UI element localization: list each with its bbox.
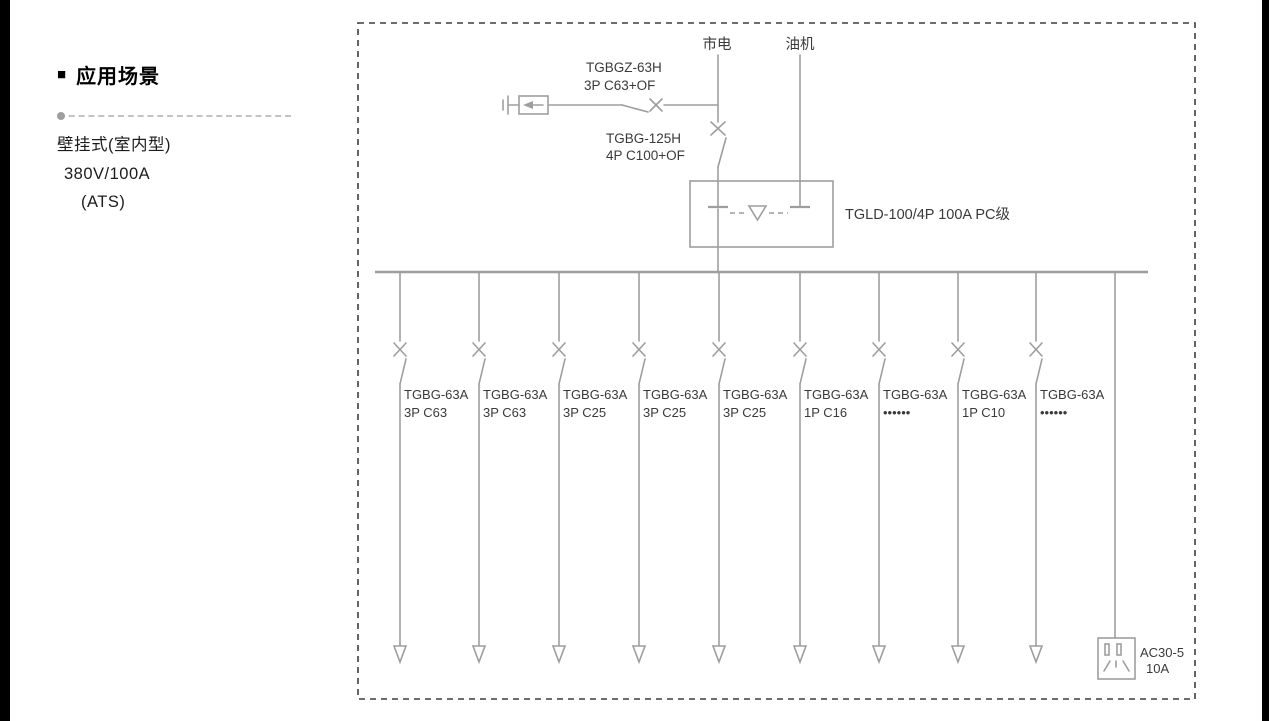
feeder-model-label: TGBG-63A xyxy=(962,387,1027,402)
ats-box xyxy=(689,180,834,248)
ats-model-label: TGLD-100/4P 100A PC级 xyxy=(845,206,1010,223)
socket-outlet-icon xyxy=(1097,637,1136,680)
feeder-branch-5: TGBG-63A 3P C25 xyxy=(712,272,788,663)
diagram-dashed-border xyxy=(357,22,1196,700)
feeder-branch-6: TGBG-63A 1P C16 xyxy=(793,272,869,663)
feeder-spec-label: 3P C63 xyxy=(404,405,447,420)
surge-model-label: TGBGZ-63H xyxy=(586,60,662,75)
surge-protection-branch xyxy=(502,95,719,115)
feeder-model-label: TGBG-63A xyxy=(883,387,948,402)
feeder-branch-2: TGBG-63A 3P C63 xyxy=(472,272,548,663)
socket-branch: AC30-5 10A xyxy=(1097,272,1184,680)
surge-arrow-icon xyxy=(523,101,533,109)
feeder-branch-7: TGBG-63A •••••• xyxy=(872,272,948,663)
section-title-row: ■ 应用场景 xyxy=(57,60,307,89)
feeder-spec-label: 3P C25 xyxy=(643,405,686,420)
dashed-separator xyxy=(57,112,291,120)
feeder-branch-3: TGBG-63A 3P C25 xyxy=(552,272,628,663)
mains-source-label: 市电 xyxy=(703,36,732,53)
ats-transfer-switch xyxy=(689,180,834,273)
spec-mounting-type: 壁挂式(室内型) xyxy=(57,136,171,154)
feeder-spec-label: 3P C25 xyxy=(723,405,766,420)
feeder-model-label: TGBG-63A xyxy=(563,387,628,402)
right-edge-bar xyxy=(1262,0,1269,721)
feeder-spec-label: 1P C16 xyxy=(804,405,847,420)
feeder-model-label: TGBG-63A xyxy=(723,387,788,402)
spec-switch-type: (ATS) xyxy=(81,193,126,211)
square-bullet-icon: ■ xyxy=(57,66,68,83)
feeder-branch-4: TGBG-63A 3P C25 xyxy=(632,272,708,663)
feeder-model-label: TGBG-63A xyxy=(1040,387,1105,402)
feeder-branch-8: TGBG-63A 1P C10 xyxy=(951,272,1027,663)
section-title: 应用场景 xyxy=(76,66,161,88)
mains-incoming-breaker xyxy=(710,54,727,182)
feeder-model-label: TGBG-63A xyxy=(483,387,548,402)
feeder-spec-label: 1P C10 xyxy=(962,405,1005,420)
socket-rating-label: 10A xyxy=(1146,661,1169,676)
feeder-branch-1: TGBG-63A 3P C63 xyxy=(393,272,469,663)
main-breaker-spec-label: 4P C100+OF xyxy=(606,148,685,163)
ats-triangle-icon xyxy=(747,205,768,222)
feeder-model-label: TGBG-63A xyxy=(804,387,869,402)
surge-spec-label: 3P C63+OF xyxy=(584,78,655,93)
feeder-spec-label: •••••• xyxy=(883,405,911,420)
main-breaker-model-label: TGBG-125H xyxy=(606,131,681,146)
feeder-spec-label: •••••• xyxy=(1040,405,1068,420)
feeder-spec-label: 3P C25 xyxy=(563,405,606,420)
spec-voltage-rating: 380V/100A xyxy=(64,164,151,183)
feeder-model-label: TGBG-63A xyxy=(404,387,469,402)
socket-model-label: AC30-5 xyxy=(1140,645,1184,660)
separator-dot-icon xyxy=(57,112,65,120)
feeder-model-label: TGBG-63A xyxy=(643,387,708,402)
application-scenario-panel: ■ 应用场景 壁挂式(室内型) 380V/100A (ATS) xyxy=(57,60,307,223)
feeder-spec-label: 3P C63 xyxy=(483,405,526,420)
generator-source-label: 油机 xyxy=(786,36,815,53)
left-edge-bar xyxy=(0,0,10,721)
feeder-branch-9: TGBG-63A •••••• xyxy=(1029,272,1105,663)
